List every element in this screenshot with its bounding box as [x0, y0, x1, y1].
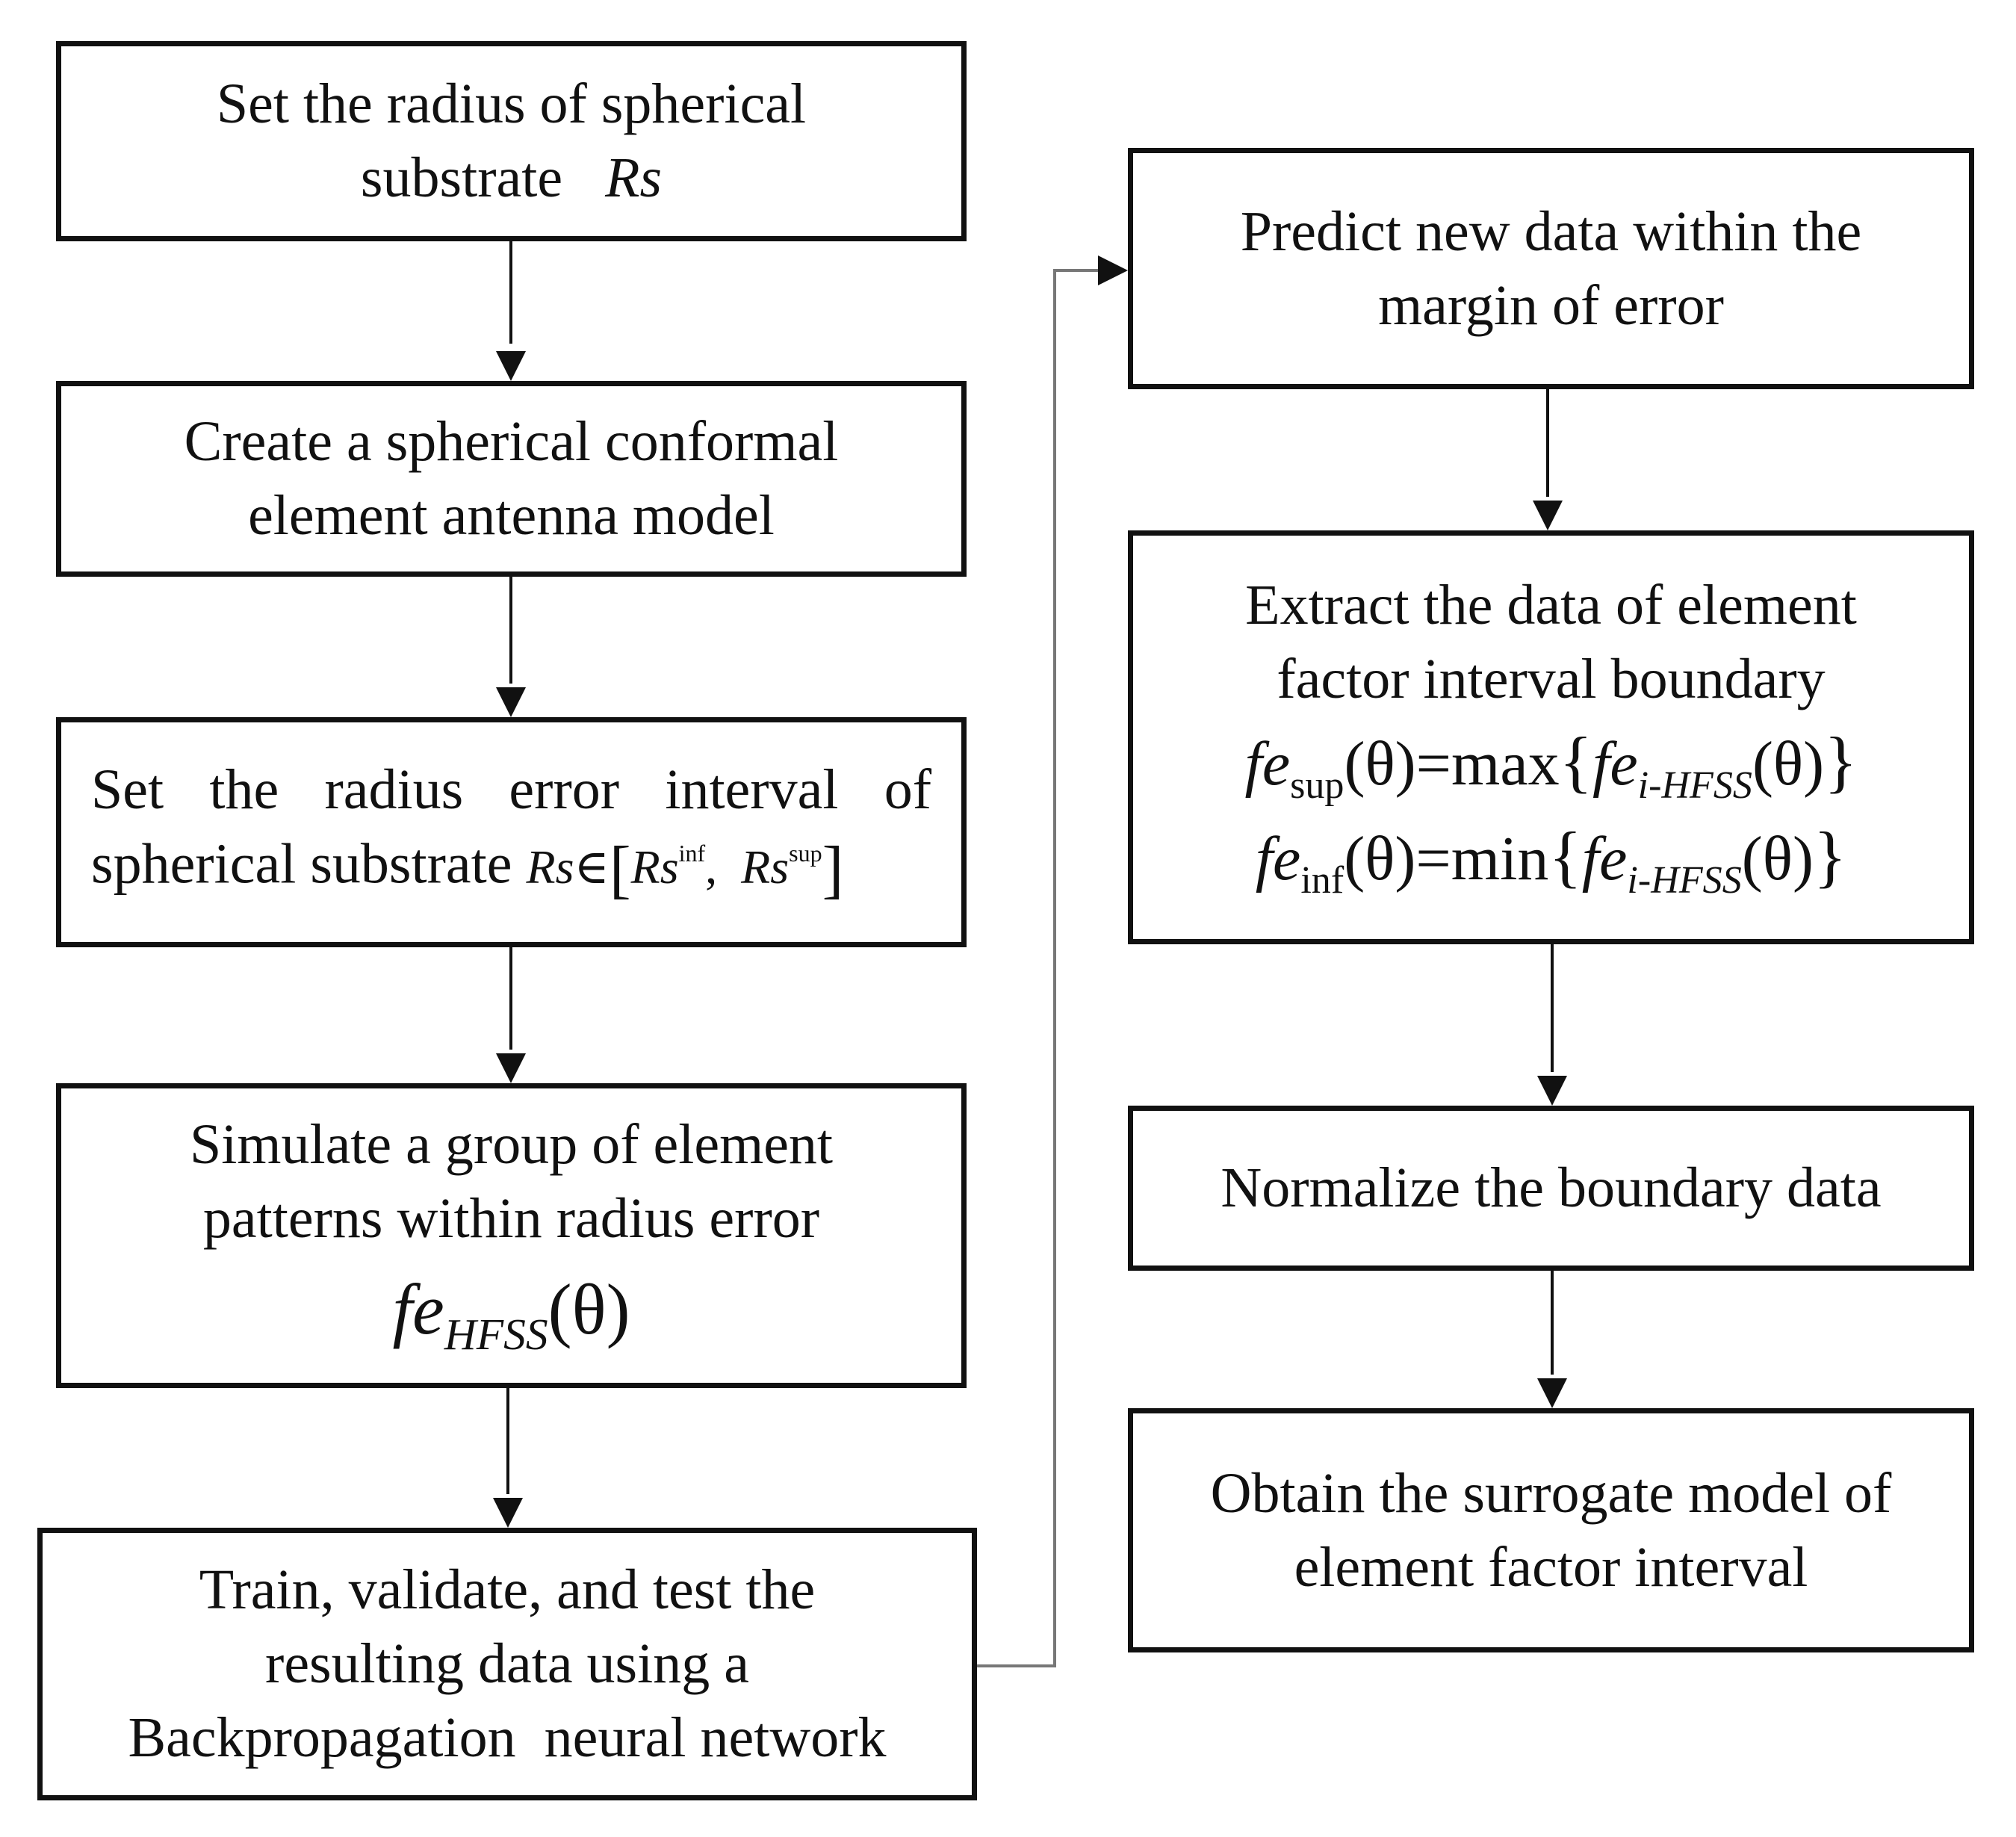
fe-sup-formula: fesup(θ)=max{fei-HFSS(θ)}	[1244, 722, 1858, 808]
step-create-model-line1: Create a spherical conformal	[184, 410, 839, 474]
step-create-model-line2: element antenna model	[248, 484, 775, 547]
step-simulate-line2: patterns within radius error	[202, 1186, 820, 1250]
step-predict: Predict new data within the margin of er…	[1128, 148, 1974, 389]
step-train-network-line2: resulting data using a	[265, 1632, 749, 1696]
arrow-b7-b8	[1537, 944, 1567, 1106]
radius-interval-formula: Rs∈[Rsinf, Rssup]	[526, 833, 844, 905]
step-simulate: Simulate a group of element patterns wit…	[56, 1083, 967, 1388]
step-normalize: Normalize the boundary data	[1128, 1106, 1974, 1271]
step-simulate-line1: Simulate a group of element	[189, 1113, 834, 1177]
step-error-interval: Set the radius error interval of spheric…	[56, 717, 967, 947]
step-obtain-surrogate: Obtain the surrogate model of element fa…	[1128, 1408, 1974, 1652]
step-set-radius: Set the radius of spherical substrate Rs	[56, 41, 967, 241]
arrow-b4-b5	[493, 1388, 523, 1528]
fe-hfss-formula: feHFSS(θ)	[392, 1268, 630, 1359]
step-extract-boundary-line1: Extract the data of element	[1245, 574, 1857, 637]
step-obtain-surrogate-line2: element factor interval	[1294, 1535, 1808, 1599]
step-set-radius-line2: substrate	[360, 146, 563, 209]
step-error-interval-line1: Set the radius error interval of	[91, 758, 931, 822]
step-predict-line1: Predict new data within the	[1240, 199, 1862, 263]
step-extract-boundary: Extract the data of element factor inter…	[1128, 530, 1974, 944]
step-set-radius-line1: Set the radius of spherical	[216, 72, 807, 136]
rs-symbol: Rs	[605, 146, 663, 209]
step-train-network: Train, validate, and test the resulting …	[37, 1528, 977, 1800]
arrow-b3-b4	[496, 947, 526, 1083]
fe-inf-formula: feinf(θ)=min{fei-HFSS(θ)}	[1255, 817, 1847, 902]
step-train-network-line1: Train, validate, and test the	[199, 1558, 816, 1622]
arrow-b8-b9	[1537, 1271, 1567, 1408]
step-normalize-line1: Normalize the boundary data	[1221, 1156, 1882, 1220]
step-create-model: Create a spherical conformal element ant…	[56, 381, 967, 577]
step-extract-boundary-line2: factor interval boundary	[1277, 648, 1826, 711]
step-error-interval-line2: spherical substrate	[91, 832, 512, 896]
arrow-b6-b7	[1533, 389, 1563, 530]
arrow-b2-b3	[496, 577, 526, 717]
arrow-b1-b2	[496, 241, 526, 381]
arrow-b5-b6	[977, 255, 1128, 1667]
step-predict-line2: margin of error	[1378, 273, 1724, 337]
step-train-network-line3: Backpropagation neural network	[128, 1706, 887, 1769]
step-obtain-surrogate-line1: Obtain the surrogate model of	[1210, 1461, 1892, 1525]
